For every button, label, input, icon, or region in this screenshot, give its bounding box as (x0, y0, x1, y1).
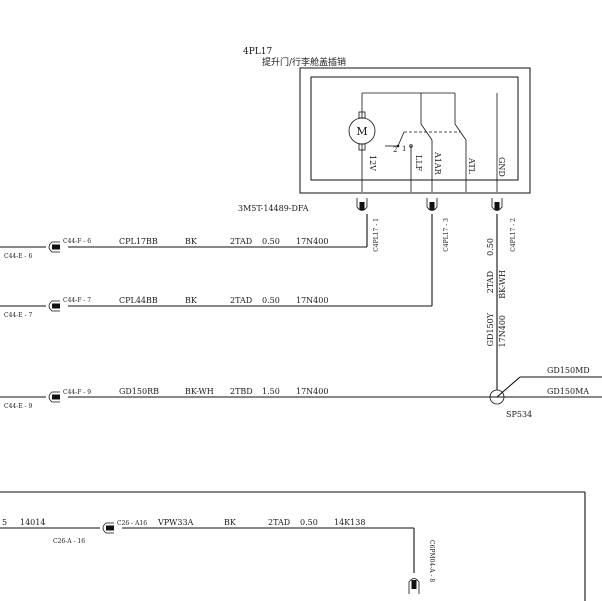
connector-c6pm04-a-8: C6PM04-A - 8 (408, 540, 435, 594)
wire1-circuit: CPL17BB (119, 237, 158, 246)
component-ref: 4PL17 (243, 47, 272, 57)
vwire-size: 0.50 (486, 238, 495, 256)
component-name: 提升门/行李舱盖插销 (262, 56, 346, 68)
connector-c4pl17-2: C4PL17 - 2 (491, 198, 517, 252)
vwire-circuit: GD150Y (486, 312, 495, 346)
component-outer-box (299, 67, 531, 194)
motor-label: M (356, 125, 367, 138)
connector-c26-a16: C26 - A16 C26-A - 16 (53, 520, 147, 545)
pin-label-llf: LLF (414, 155, 423, 172)
bottom-num-a: 5 (2, 518, 7, 527)
wire3-harness: 17N400 (296, 387, 328, 396)
svg-text:C44-E - 6: C44-E - 6 (4, 253, 32, 260)
wire3-circuit: GD150RB (119, 387, 159, 396)
wire2-type: 2TAD (230, 296, 252, 305)
wire4-type: 2TAD (268, 518, 290, 527)
wire2-color: BK (185, 296, 198, 305)
part-number: 3M5T-14489-DFA (238, 204, 309, 213)
connector-c44-9: C44-F - 9 C44-E - 9 (4, 389, 91, 410)
connector-c44-6: C44-F - 6 C44-E - 6 (4, 238, 91, 260)
wire4-harness: 14K138 (334, 518, 365, 527)
wire1-size: 0.50 (262, 237, 280, 246)
splice-output-2: GD150MA (547, 387, 589, 396)
svg-text:C44-F - 6: C44-F - 6 (63, 238, 91, 245)
wire2-circuit: CPL44BB (119, 296, 158, 305)
svg-text:C6PM04-A - 8: C6PM04-A - 8 (428, 540, 435, 582)
svg-text:C4PL17 - 3: C4PL17 - 3 (443, 218, 450, 252)
wire1-type: 2TAD (230, 237, 252, 246)
svg-text:C26 - A16: C26 - A16 (117, 520, 147, 527)
wire4-size: 0.50 (300, 518, 318, 527)
connector-c4pl17-1: C4PL17 - 1 (356, 198, 380, 252)
connector-c44-7: C44-F - 7 C44-E - 7 (4, 297, 91, 319)
wire2-size: 0.50 (262, 296, 280, 305)
pin-label-atl: ATL (467, 157, 476, 175)
wire1-color: BK (185, 237, 198, 246)
pin-label-12v: 12V (368, 155, 377, 171)
svg-text:C44-F - 7: C44-F - 7 (63, 297, 91, 304)
svg-text:C44-E - 7: C44-E - 7 (4, 312, 32, 319)
wire4-color: BK (224, 518, 237, 527)
wire3-size: 1.50 (262, 387, 280, 396)
switch-contact-1: 1 (402, 145, 406, 153)
svg-text:C4PL17 - 2: C4PL17 - 2 (510, 218, 517, 252)
wire3-type: 2TBD (230, 387, 253, 396)
wire2-harness: 17N400 (296, 296, 328, 305)
vwire-color: BK-WH (498, 270, 507, 299)
pin-label-gnd: GND (497, 157, 506, 177)
svg-text:C44-E - 9: C44-E - 9 (4, 403, 32, 410)
vwire-type: 2TAD (486, 271, 495, 293)
splice-output-1: GD150MD (547, 366, 590, 375)
svg-text:C26-A - 16: C26-A - 16 (53, 538, 85, 545)
wire3-color: BK-WH (185, 387, 214, 396)
splice-sp534 (489, 389, 505, 405)
switch-contact-2: 2 (393, 146, 397, 154)
bottom-num-b: 14014 (20, 518, 45, 527)
vwire-harness: 17N400 (498, 315, 507, 347)
wire4-circuit: VPW33A (157, 518, 194, 527)
splice-ref: SP534 (506, 410, 532, 419)
pin-label-a1ar: A1AR (433, 151, 442, 176)
svg-text:C44-F - 9: C44-F - 9 (63, 389, 91, 396)
wire1-harness: 17N400 (296, 237, 328, 246)
component-inner-box (310, 76, 519, 181)
svg-text:C4PL17 - 1: C4PL17 - 1 (373, 218, 380, 252)
connector-c4pl17-3: C4PL17 - 3 (426, 198, 450, 252)
